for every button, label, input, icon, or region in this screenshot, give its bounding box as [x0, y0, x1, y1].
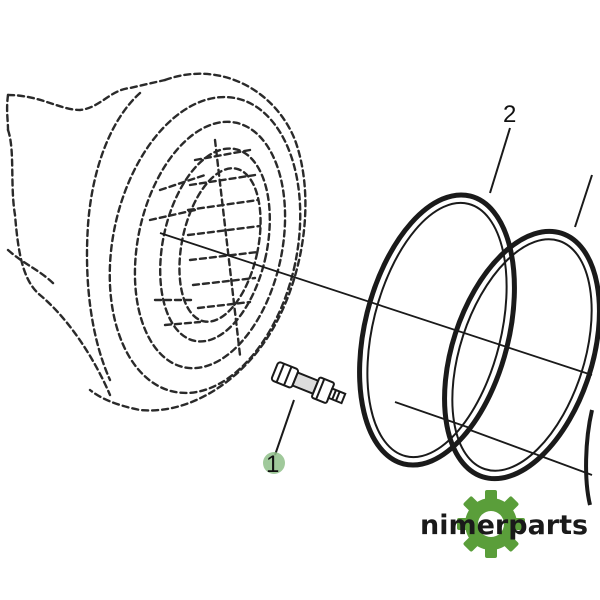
- fitting-part: [270, 361, 347, 405]
- callout-2-leaders: [489, 127, 593, 228]
- axis-lines: [159, 232, 593, 476]
- callout-badge-1: [263, 452, 285, 474]
- callout-label-2: 2: [503, 101, 516, 128]
- seal-ring-partial: [584, 409, 594, 506]
- logo: nimerparts: [420, 490, 588, 558]
- gear-icon: [457, 490, 525, 558]
- seal-ring-front: [357, 192, 517, 468]
- logo-text: nimerparts: [420, 510, 588, 541]
- callout-1-leader: [274, 399, 295, 456]
- housing-phantom: [5, 72, 307, 412]
- callout-label-1: 1: [266, 451, 279, 478]
- seal-ring-rear: [442, 228, 600, 482]
